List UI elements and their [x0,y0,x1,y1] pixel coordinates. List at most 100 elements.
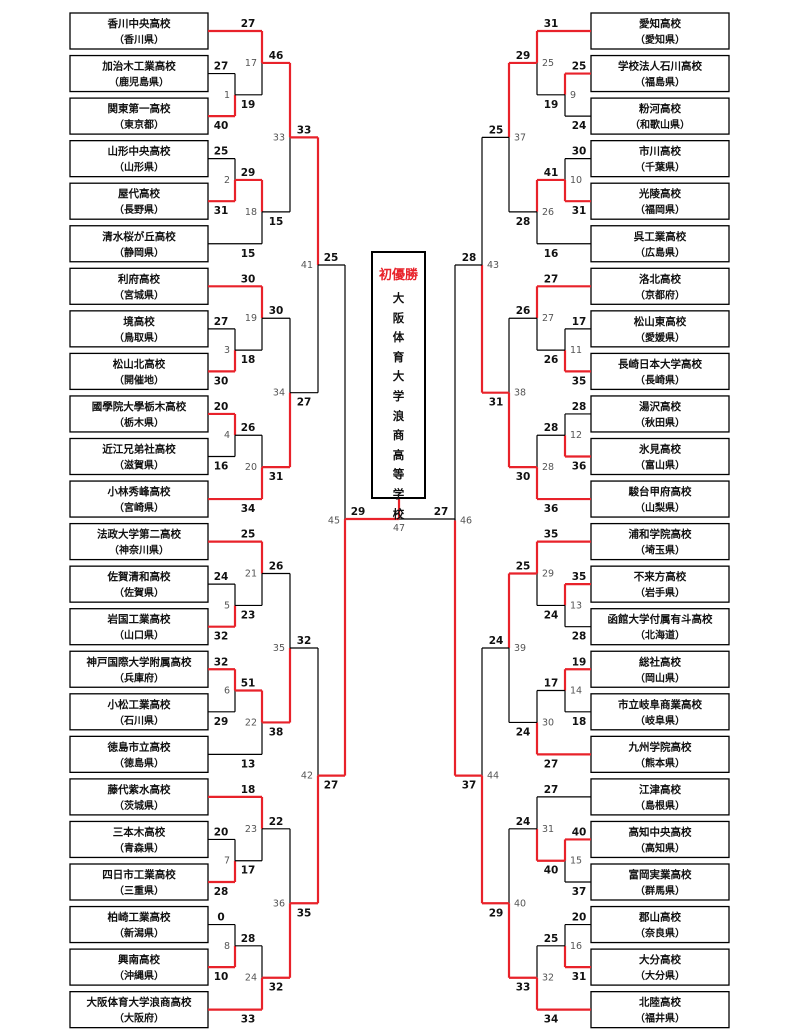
team-prefecture: （三重県） [114,884,164,897]
team-name: 大分高校 [639,953,681,966]
team-box [69,480,209,518]
final-score-right: 27 [434,506,449,518]
score-top: 28 [462,252,477,264]
team-prefecture: （新潟県） [114,927,164,940]
team-box [590,12,730,50]
score-top: 27 [214,61,229,73]
team-box [590,693,730,731]
score-bottom: 16 [544,248,559,260]
team-box [69,437,209,476]
score-bottom: 27 [544,758,559,770]
team-name: 國學院大學栃木高校 [92,400,187,413]
game-number: 37 [514,132,526,143]
game-number: 41 [301,260,313,271]
team-prefecture: （千葉県） [635,161,685,174]
team-prefecture: （秋田県） [635,416,685,429]
game-number: 30 [542,717,554,728]
score-top: 22 [269,816,284,828]
team-box [590,991,730,1029]
team-box [590,565,730,603]
team-name: 小林秀峰高校 [107,485,171,498]
score-top: 25 [544,933,559,945]
team-prefecture: （群馬県） [635,884,685,897]
score-bottom: 30 [214,375,229,387]
score-top: 26 [269,561,284,573]
team-name: 四日市工業高校 [102,868,176,881]
team-prefecture: （栃木県） [114,416,164,429]
team-box [590,778,730,816]
game-number: 42 [301,771,313,782]
team-prefecture: （岐阜県） [635,714,685,727]
team-box [590,480,730,518]
team-name: 三本木高校 [113,825,166,838]
team-name: 近江兄弟社高校 [102,443,176,456]
team-prefecture: （大分県） [635,969,685,982]
score-top: 26 [241,422,256,434]
team-box [590,905,730,944]
score-bottom: 19 [241,99,256,111]
team-name: 氷見高校 [638,443,681,456]
team-box [69,310,209,348]
team-prefecture: （兵庫府） [114,671,164,684]
champion-school-name: 大阪体育大学浪商高等学校 [392,291,405,521]
team-prefecture: （島根県） [635,799,685,812]
score-top: 17 [572,316,587,328]
team-name: 函館大学付属有斗高校 [608,613,713,626]
team-box [590,650,730,688]
score-bottom: 28 [572,631,587,643]
score-top: 31 [544,18,559,30]
team-prefecture: （山形県） [114,161,164,174]
score-bottom: 18 [241,354,256,366]
game-number: 40 [514,898,526,909]
score-bottom: 10 [214,971,229,983]
score-top: 28 [544,422,559,434]
team-name: 関東第一高校 [108,102,171,115]
score-top: 51 [241,678,256,690]
score-top: 29 [241,167,256,179]
game-number: 3 [224,345,230,356]
score-top: 17 [544,678,559,690]
team-name: 松山北高校 [113,357,166,370]
team-box [69,650,209,688]
team-name: 松山東高校 [634,315,687,328]
score-bottom: 30 [516,471,531,483]
team-prefecture: （静岡県） [114,246,164,259]
team-prefecture: （岡山県） [635,671,685,684]
team-box [69,693,209,731]
score-top: 24 [516,816,531,828]
score-top: 25 [324,252,339,264]
score-top: 20 [214,401,229,413]
team-name: 徳島市立高校 [107,740,171,753]
team-prefecture: （和歌山県） [630,118,690,131]
score-top: 26 [516,305,531,317]
score-top: 35 [544,529,559,541]
score-top: 33 [297,124,312,136]
team-prefecture: （福島県） [635,76,685,89]
team-prefecture: （富山県） [635,459,685,472]
team-prefecture: （佐賀県） [114,586,164,599]
score-top: 24 [489,635,504,647]
score-bottom: 40 [214,120,229,132]
team-box [590,139,730,178]
team-prefecture: （鹿児島県） [109,76,169,89]
team-prefecture: （徳島県） [114,756,164,769]
score-top: 18 [241,784,256,796]
score-top: 28 [241,933,256,945]
team-prefecture: （福井県） [635,1012,685,1025]
score-top: 25 [516,561,531,573]
team-name: 柏崎工業高校 [108,911,171,924]
game-number: 26 [542,207,554,218]
game-number: 18 [245,207,257,218]
game-number: 13 [570,600,582,611]
game-number: 2 [224,175,230,186]
game-number: 6 [224,686,230,697]
team-name: 江津高校 [639,783,681,796]
score-bottom: 15 [269,216,284,228]
team-name: 郡山高校 [638,911,681,924]
score-bottom: 35 [297,907,312,919]
game-number: 17 [245,58,257,69]
score-bottom: 29 [489,907,504,919]
score-top: 30 [269,305,284,317]
team-prefecture: （宮崎県） [114,501,164,514]
score-top: 19 [572,656,587,668]
